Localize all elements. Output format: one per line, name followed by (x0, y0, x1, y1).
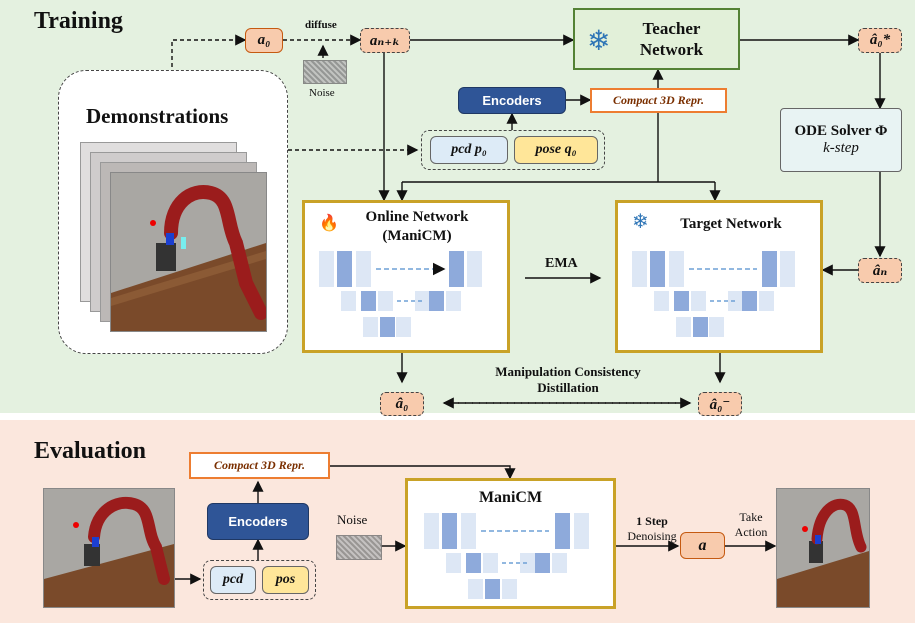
teacher-title-1: Teacher (642, 19, 701, 38)
eval-encoders-box: Encoders (207, 503, 309, 540)
teacher-output-box: â₀* (858, 28, 902, 53)
eval-pos-chip: pos (262, 566, 309, 594)
training-title: Training (34, 8, 123, 34)
fire-icon: 🔥 (319, 215, 339, 232)
one-step-label: 1 Step Denoising (622, 514, 682, 544)
ode-solver-box: ODE Solver Φ k-step (780, 108, 902, 172)
online-unet-diagram (319, 251, 482, 337)
eval-compact-repr-box: Compact 3D Repr. (189, 452, 330, 479)
target-unet-diagram (632, 251, 795, 337)
target-title: Target Network (680, 216, 782, 232)
take-action-label: Take Action (728, 510, 774, 540)
online-network-box: 🔥 Online Network (ManiCM) (302, 200, 510, 353)
eval-action-box: a (680, 532, 725, 559)
online-output-box: â₀ (380, 392, 424, 416)
an-hat-box: âₙ (858, 258, 902, 283)
eval-noise-label: Noise (337, 512, 368, 527)
eval-robot-image-right (776, 488, 870, 608)
teacher-network-box: ❄ Teacher Network (573, 8, 740, 70)
consistency-title-1: Manipulation Consistency (495, 364, 641, 379)
online-title-2: (ManiCM) (382, 228, 452, 244)
consistency-title-2: Distillation (537, 380, 599, 395)
evaluation-title: Evaluation (34, 438, 147, 464)
eval-manicm-box: ManiCM (405, 478, 616, 609)
one-step-rest: Denoising (627, 529, 677, 543)
ema-label: EMA (545, 256, 578, 271)
ode-title: ODE Solver Φ (794, 123, 888, 139)
eval-unet-diagram (424, 513, 589, 599)
pcd-chip: pcd p₀ (430, 136, 508, 164)
diffuse-label: diffuse (305, 19, 337, 31)
action-a0-box: a₀ (245, 28, 283, 53)
target-output-box: â₀⁻ (698, 392, 742, 416)
target-network-box: ❄ Target Network (615, 200, 823, 353)
eval-noise-patch (336, 535, 382, 560)
noise-label: Noise (309, 87, 335, 99)
snowflake-icon: ❄ (632, 211, 649, 233)
demonstrations-title: Demonstrations (86, 104, 229, 128)
snowflake-icon: ❄ (587, 26, 611, 57)
observation-group (421, 130, 605, 170)
one-step-bold: 1 Step (636, 514, 668, 528)
pose-chip: pose q₀ (514, 136, 598, 164)
ode-step: k-step (823, 140, 859, 156)
action-ank-box: aₙ₊ₖ (360, 28, 410, 53)
take-action-1: Take (739, 510, 763, 524)
demo-robot-image (110, 172, 267, 332)
eval-manicm-title: ManiCM (478, 489, 543, 506)
compact-repr-box: Compact 3D Repr. (590, 88, 727, 113)
teacher-title-2: Network (639, 40, 704, 59)
eval-pcd-chip: pcd (210, 566, 256, 594)
consistency-label: Manipulation Consistency Distillation (462, 364, 674, 396)
encoders-box: Encoders (458, 87, 566, 114)
eval-robot-image-left (43, 488, 175, 608)
noise-patch (303, 60, 347, 84)
take-action-2: Action (734, 525, 768, 539)
eval-observation-group (203, 560, 316, 600)
online-title-1: Online Network (365, 209, 469, 225)
